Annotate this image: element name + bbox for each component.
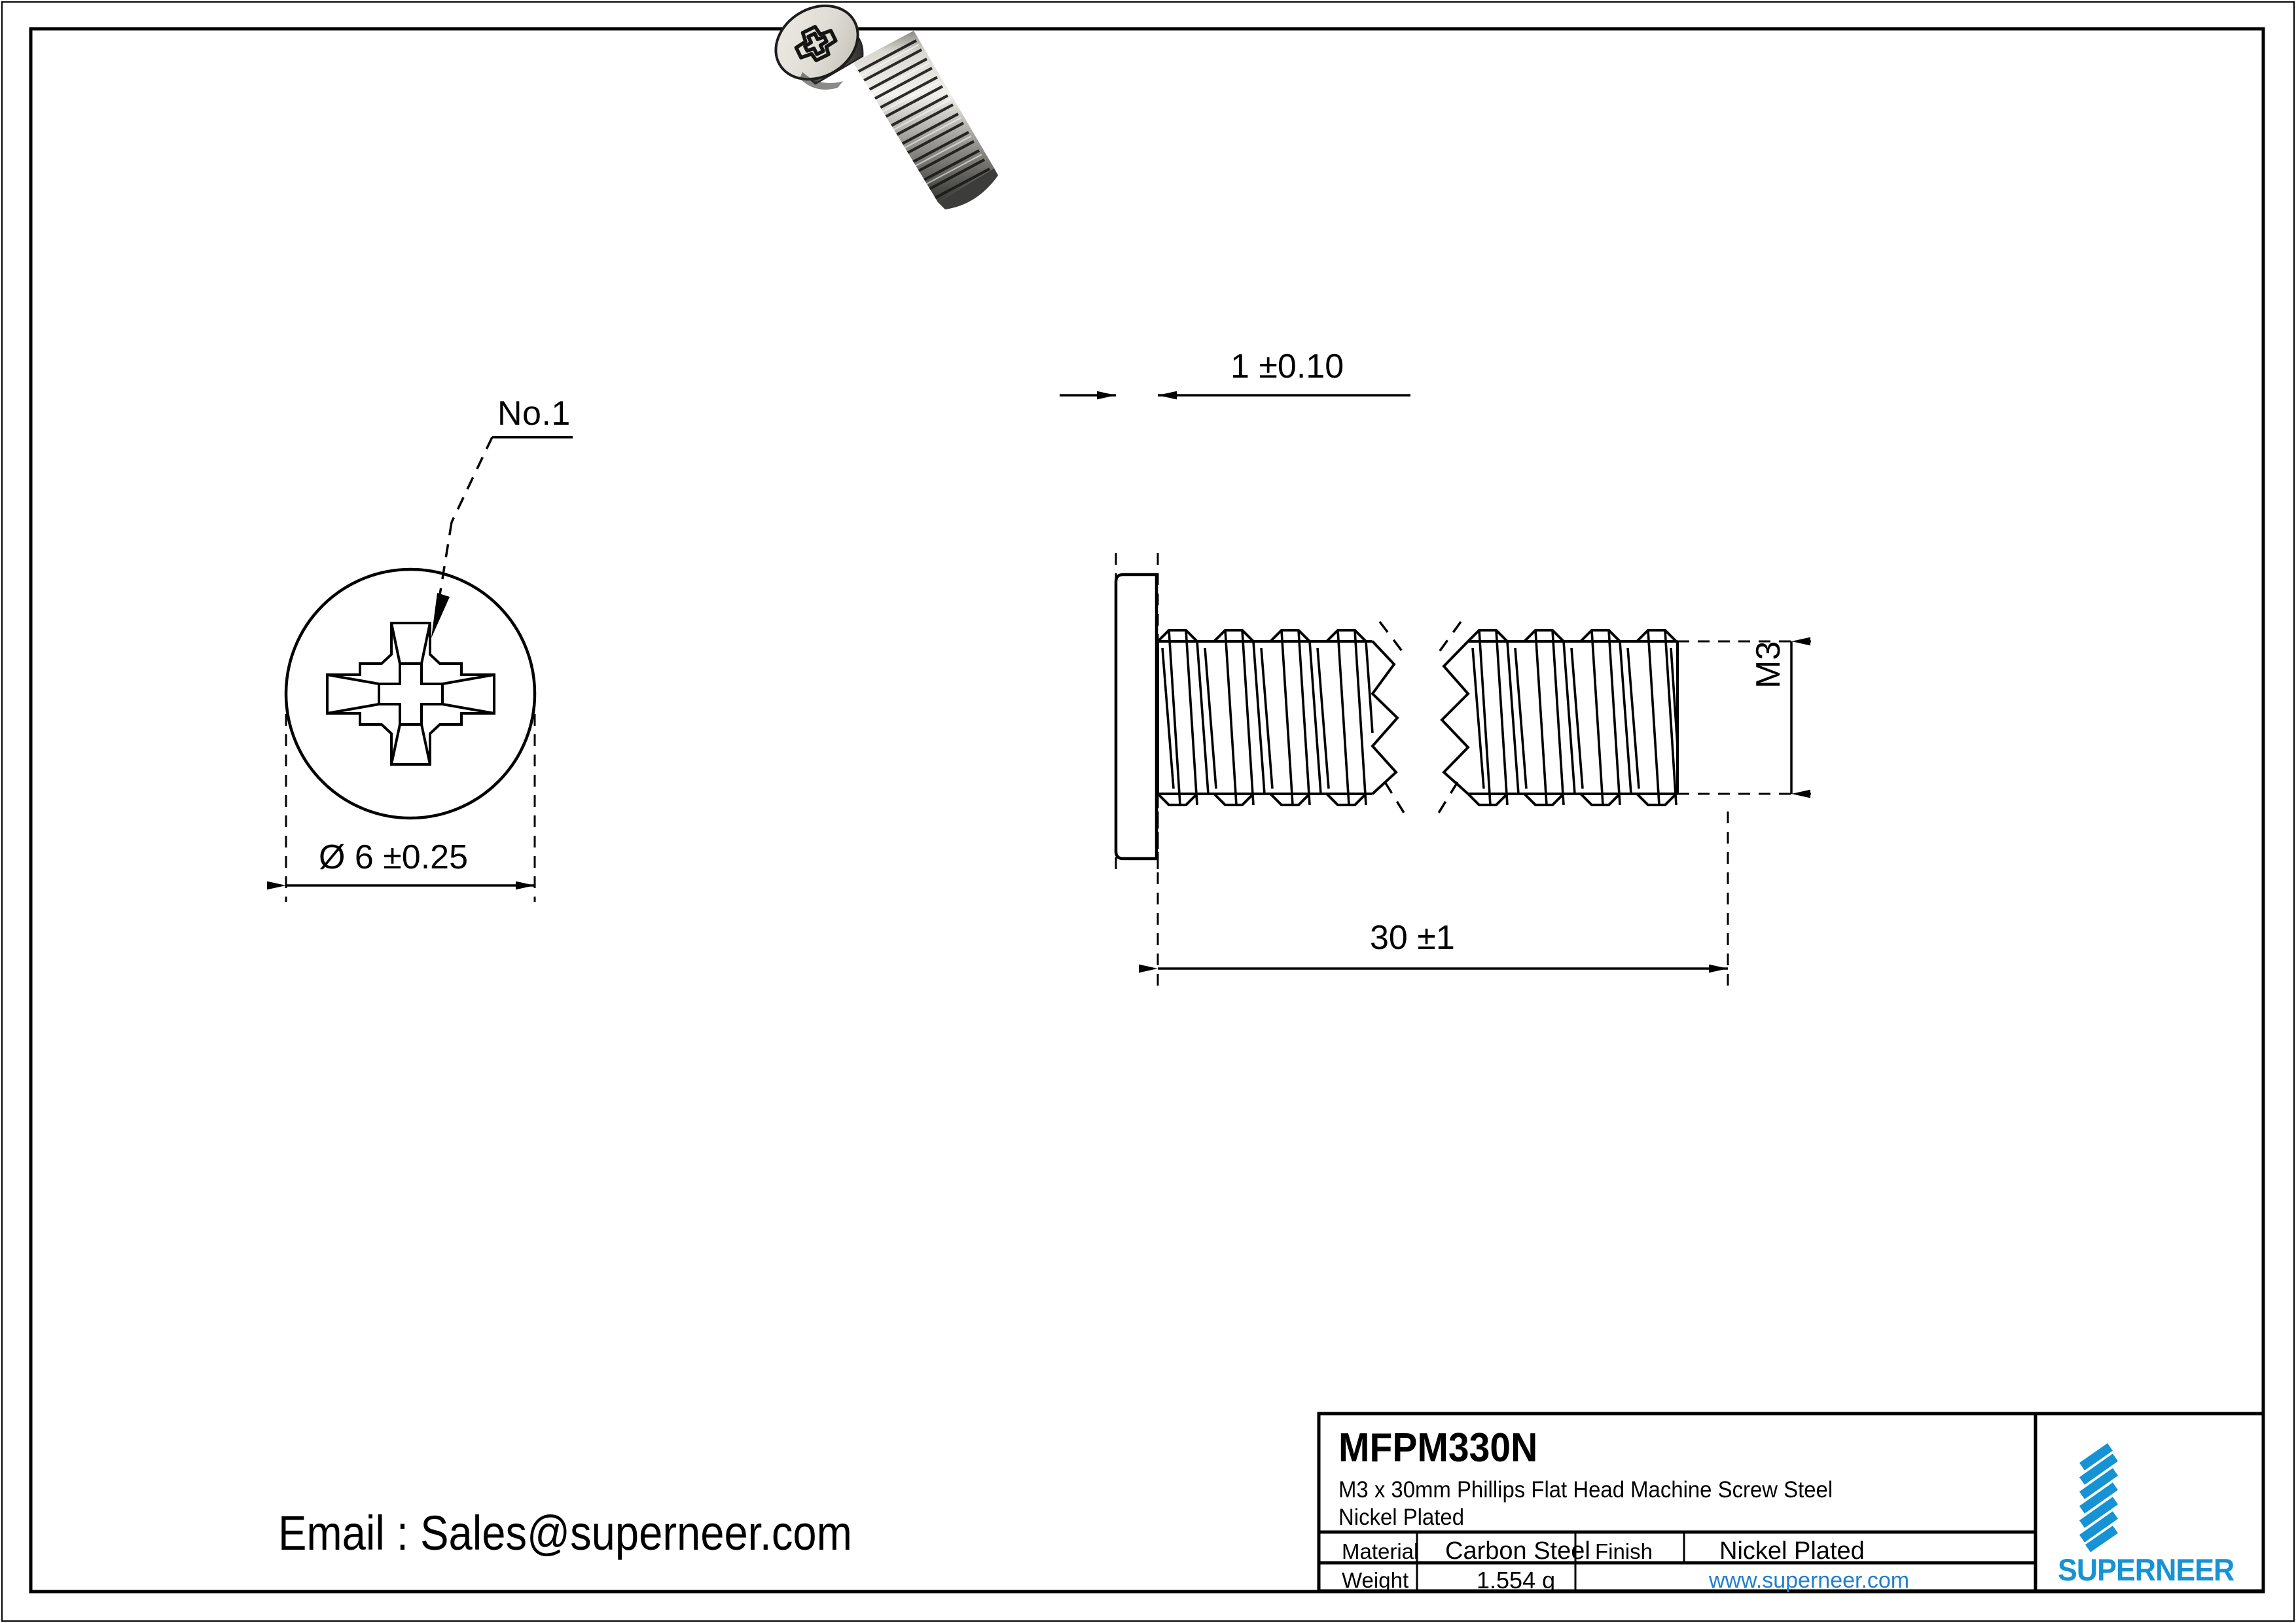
material-label: Material	[1342, 1539, 1419, 1563]
sheet-border-inner	[29, 27, 2265, 1594]
weight-value: 1.554 g	[1477, 1567, 1556, 1594]
finish-value: Nickel Plated	[1719, 1537, 1865, 1565]
material-value: Carbon Steel	[1445, 1537, 1590, 1565]
break-line-right-dashes	[1433, 620, 1462, 820]
head-thickness-label: 1 ±0.10	[1230, 348, 1344, 385]
front-view-group	[267, 436, 573, 902]
length-dimension	[1139, 812, 1729, 990]
contact-email: Email : Sales@superneer.com	[278, 1506, 852, 1560]
break-line-left-dashes	[1378, 620, 1408, 819]
side-view-group	[1060, 391, 1813, 990]
length-label: 30 ±1	[1370, 919, 1455, 957]
part-description-line-1: M3 x 30mm Phillips Flat Head Machine Scr…	[1338, 1477, 1833, 1503]
break-line-left	[1371, 640, 1399, 795]
head-diameter-label: Ø 6 ±0.25	[319, 838, 469, 876]
website-link[interactable]: www.superneer.com	[1709, 1568, 1910, 1593]
screw-head-profile	[1114, 573, 1158, 861]
render-phillips-recess	[794, 25, 838, 63]
leader-arrowhead	[431, 593, 450, 638]
finish-label: Finish	[1595, 1539, 1653, 1563]
part-description-line-2: Nickel Plated	[1338, 1505, 1465, 1530]
thread-size-dimension	[1677, 637, 1813, 798]
part-number: MFPM330N	[1338, 1425, 1538, 1471]
drive-size-leader	[431, 436, 573, 638]
head-diameter-dimension	[267, 694, 536, 902]
drive-size-label: No.1	[497, 395, 571, 433]
phillips-cross-recess	[326, 622, 495, 766]
thread-segment-left	[1157, 629, 1374, 806]
break-line-right	[1440, 640, 1470, 795]
weight-label: Weight	[1342, 1568, 1409, 1592]
brand-name: SUPERNEER	[2058, 1552, 2234, 1587]
render-head-disc	[774, 4, 859, 81]
thread-segment-right	[1467, 629, 1679, 806]
